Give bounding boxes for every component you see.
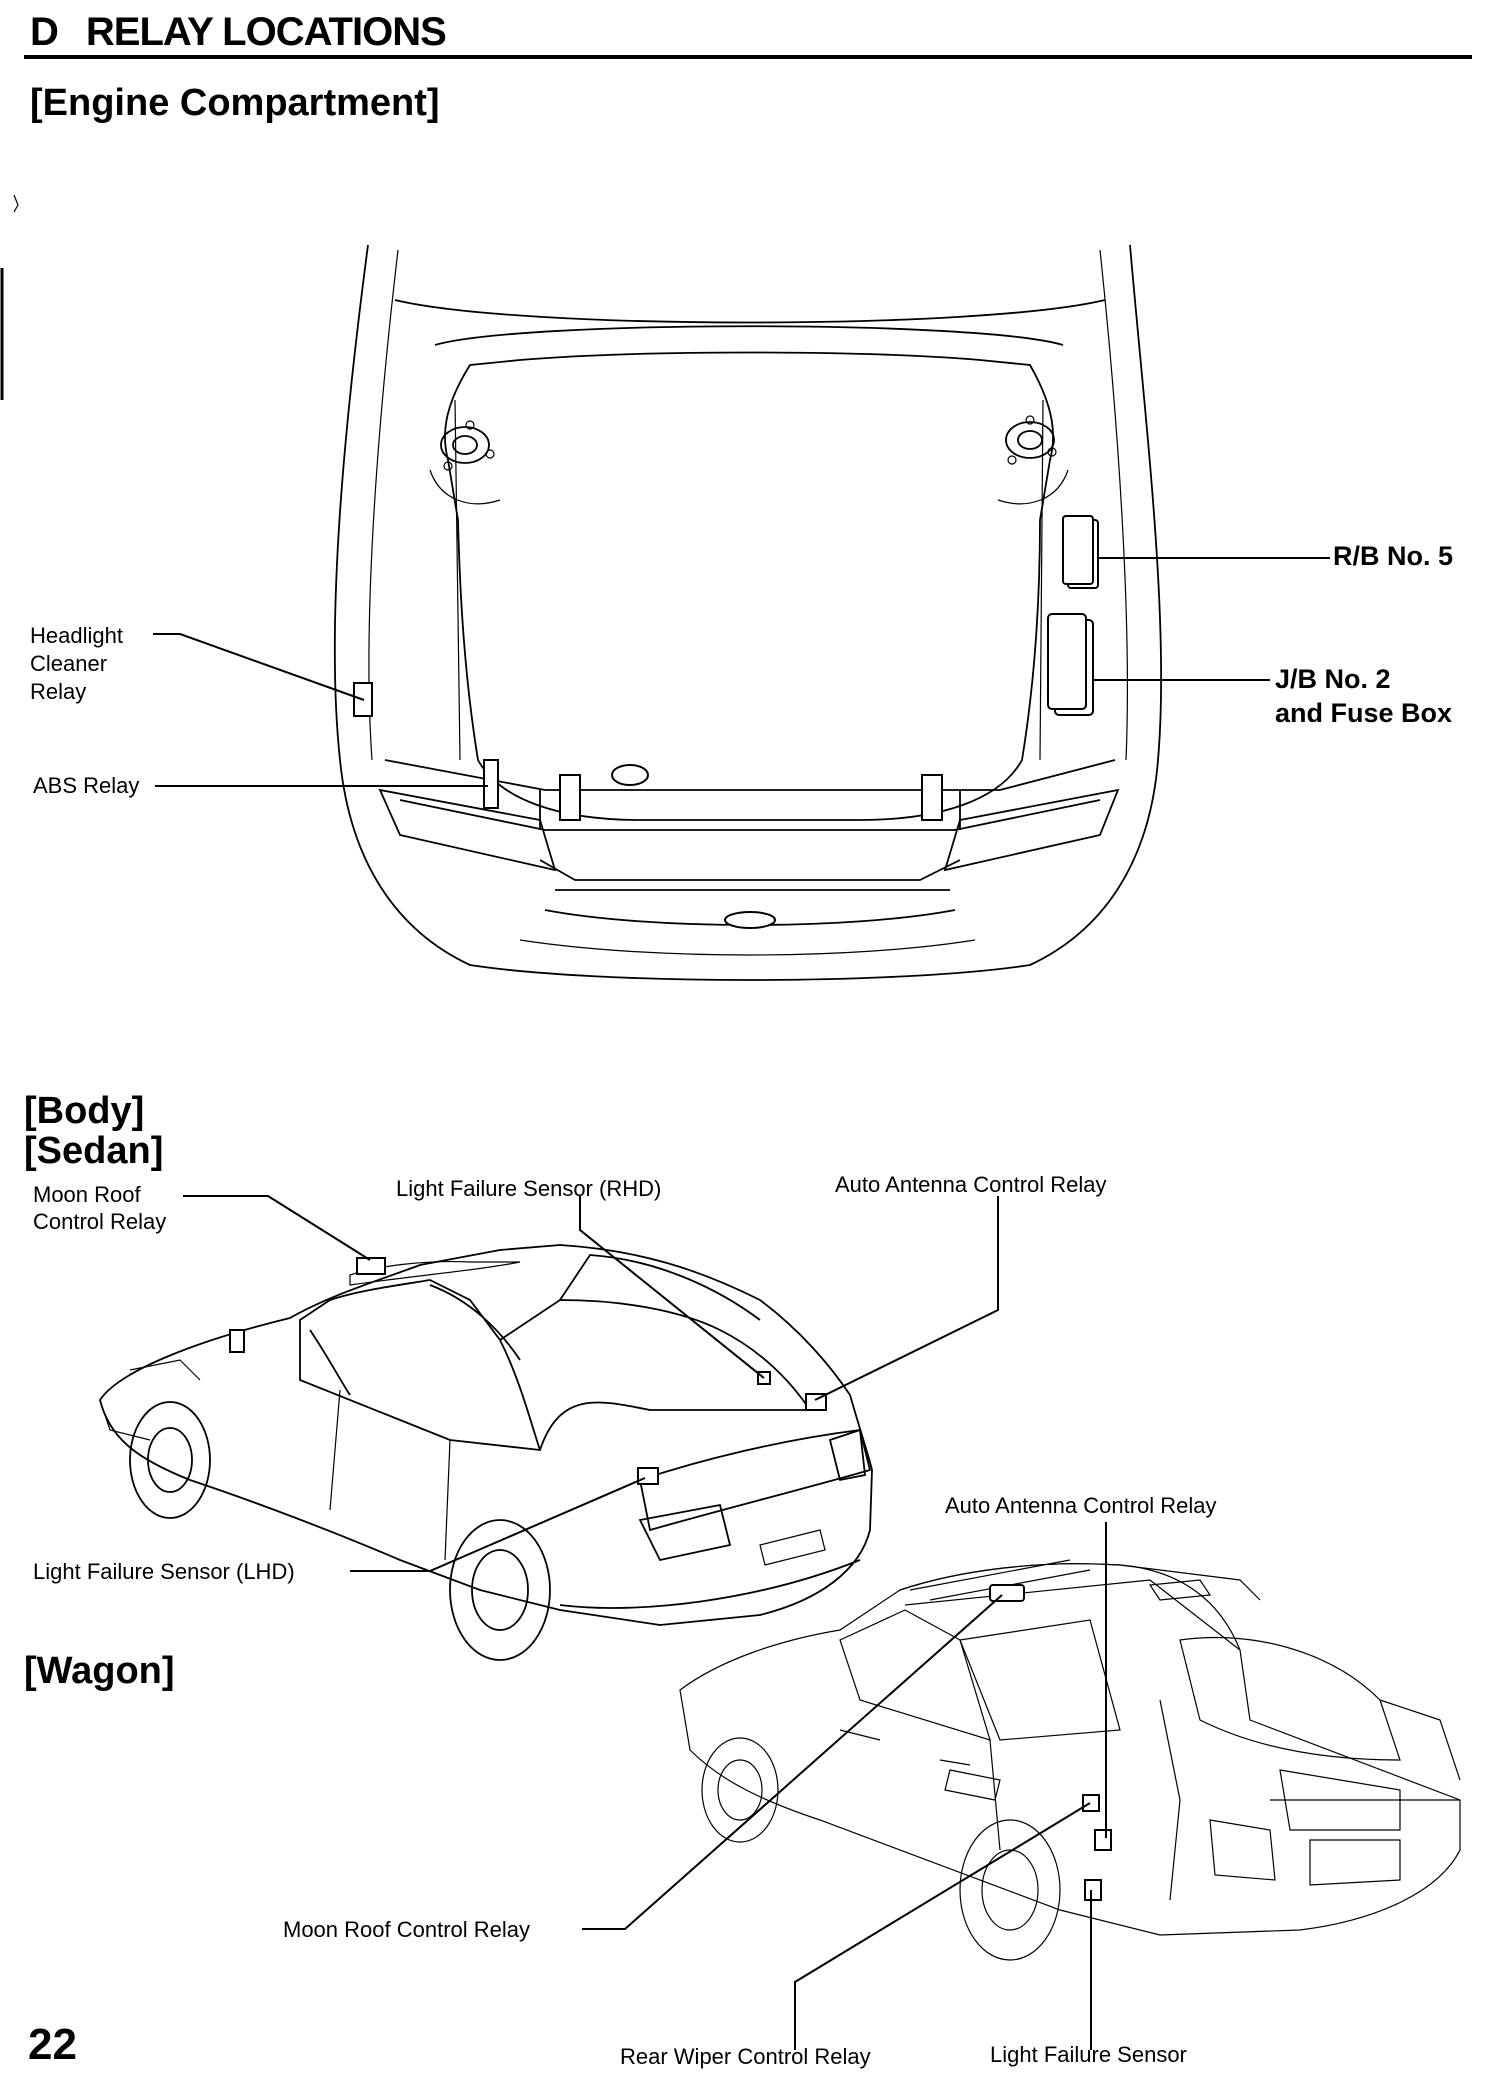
heading-rule — [24, 55, 1472, 59]
headlight-cleaner-relay-label-line3: Relay — [30, 679, 87, 704]
engine-compartment-drawing — [153, 244, 1330, 981]
sedan-lfs-lhd-label: Light Failure Sensor (LHD) — [33, 1559, 295, 1584]
headlight-cleaner-relay-label-line2: Cleaner — [30, 651, 108, 676]
section-letter: D — [30, 10, 59, 54]
headlight-cleaner-relay-label-line1: Headlight — [30, 623, 123, 648]
sedan-moon-roof-label-line1: Moon Roof — [33, 1182, 141, 1207]
sedan-auto-antenna-label: Auto Antenna Control Relay — [835, 1172, 1107, 1197]
wagon-section-title: [Wagon] — [24, 1650, 175, 1692]
jb-no2-label-line2: and Fuse Box — [1275, 698, 1453, 728]
sedan-moon-roof-label-line2: Control Relay — [33, 1209, 167, 1234]
sedan-section-title: [Sedan] — [24, 1130, 164, 1172]
engine-section-title: [Engine Compartment] — [30, 82, 440, 124]
wagon-drawing — [582, 1522, 1461, 2050]
jb-no2-label-line1: J/B No. 2 — [1275, 664, 1391, 694]
section-title: RELAY LOCATIONS — [85, 10, 447, 54]
body-section-title: [Body] — [24, 1090, 145, 1132]
page-number: 22 — [28, 2020, 77, 2069]
sedan-lfs-rhd-label: Light Failure Sensor (RHD) — [396, 1176, 662, 1201]
rb-no5-label: R/B No. 5 — [1333, 541, 1454, 571]
wagon-lfs-label: Light Failure Sensor — [990, 2042, 1187, 2067]
scan-speck — [13, 194, 19, 213]
wagon-moon-roof-label: Moon Roof Control Relay — [283, 1917, 531, 1942]
wagon-rear-wiper-label: Rear Wiper Control Relay — [620, 2044, 871, 2069]
page-heading: D RELAY LOCATIONS — [30, 10, 447, 55]
abs-relay-label: ABS Relay — [33, 773, 140, 798]
sedan-drawing — [99, 1195, 999, 1661]
wagon-auto-antenna-label: Auto Antenna Control Relay — [945, 1493, 1217, 1518]
